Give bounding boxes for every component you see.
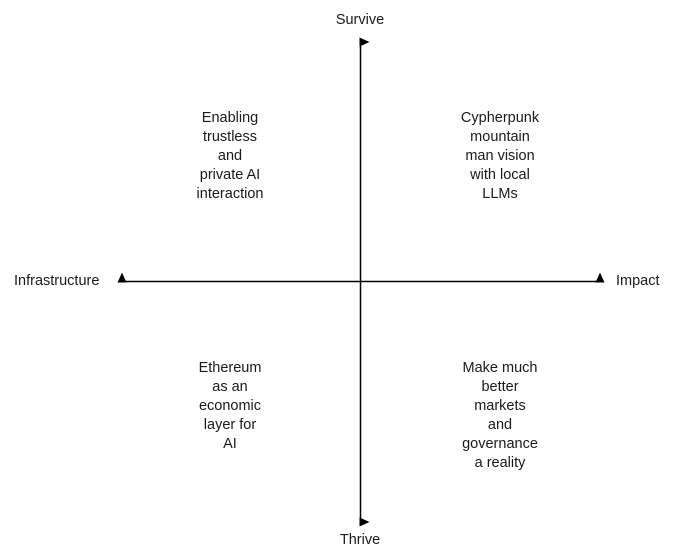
quadrant-label-bottom-right: Make much better markets and governance … bbox=[462, 360, 538, 471]
axis-label-infrastructure: Infrastructure bbox=[14, 273, 100, 289]
quadrant-label-top-left: Enabling trustless and private AI intera… bbox=[196, 110, 264, 202]
quadrant-label-bottom-left: Ethereum as an economic layer for AI bbox=[198, 360, 262, 452]
axis-label-impact: Impact bbox=[616, 273, 660, 289]
quadrant-label-top-right: Cypherpunk mountain man vision with loca… bbox=[460, 110, 540, 202]
axis-label-survive: Survive bbox=[335, 12, 385, 28]
axis-label-thrive: Thrive bbox=[339, 532, 381, 548]
